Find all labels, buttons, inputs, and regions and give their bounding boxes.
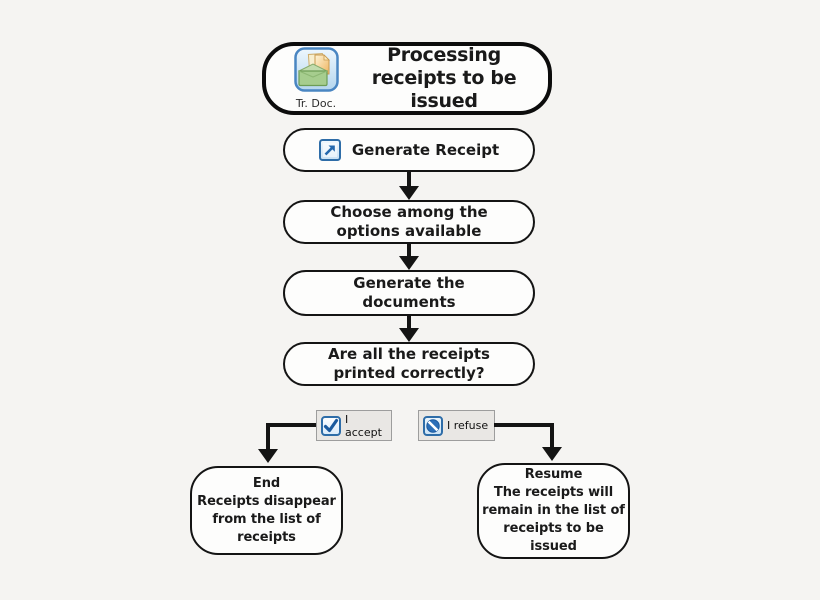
step-generate-documents: Generate the documents <box>283 270 535 316</box>
transfer-document-icon-block: Tr. Doc. <box>288 47 344 110</box>
step-label: Generate the documents <box>353 274 465 311</box>
refuse-button-label: I refuse <box>447 419 489 432</box>
step-label: Are all the receipts printed correctly? <box>328 345 490 382</box>
outcome-end-node: End Receipts disappear from the list of … <box>190 466 343 555</box>
outcome-resume-title: Resume <box>524 467 583 482</box>
step-choose-options: Choose among the options available <box>283 200 535 244</box>
checkbox-checked-icon <box>321 415 341 436</box>
outcome-resume-description: The receipts will remain in the list of … <box>482 485 625 554</box>
step-receipts-printed-question: Are all the receipts printed correctly? <box>283 342 535 386</box>
start-node-processing-receipts: Tr. Doc. Processing receipts to be issue… <box>262 42 552 115</box>
outcome-end-description: Receipts disappear from the list of rece… <box>197 493 336 545</box>
accept-button-label: I accept <box>345 412 382 439</box>
outcome-resume-node: Resume The receipts will remain in the l… <box>477 463 630 559</box>
transfer-document-icon-caption: Tr. Doc. <box>295 97 337 110</box>
generate-receipt-icon <box>318 139 341 161</box>
outcome-end-title: End <box>252 475 281 491</box>
accept-button[interactable]: I accept <box>316 410 392 441</box>
transfer-document-icon <box>293 47 339 96</box>
step-label: Choose among the options available <box>330 203 488 240</box>
step-label: Generate Receipt <box>351 140 500 159</box>
refuse-button[interactable]: I refuse <box>418 410 495 441</box>
step-generate-receipt: Generate Receipt <box>283 128 535 172</box>
flowchart-title: Processing receipts to be issued <box>371 44 517 112</box>
prohibition-icon <box>423 415 443 436</box>
